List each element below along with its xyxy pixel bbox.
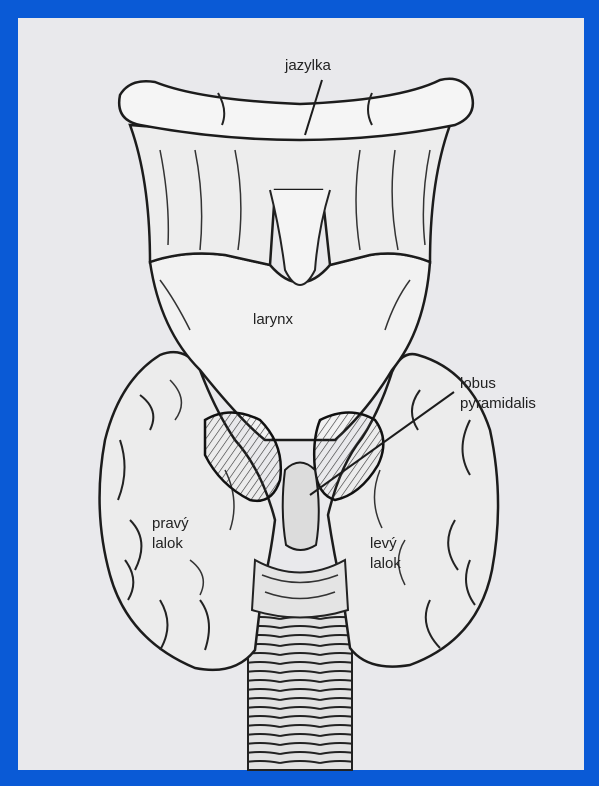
label-hyoid: jazylka [284,57,332,74]
label-left-lobe-line2: lalok [370,555,401,572]
pyramidal-lobe [283,463,319,551]
isthmus [252,560,348,618]
label-right-lobe-line2: lalok [152,535,183,552]
label-larynx: larynx [253,311,294,328]
hyoid-bone [119,79,473,140]
label-right-lobe-line1: pravý [152,515,189,532]
label-pyramidal-line1: lobus [460,375,496,392]
label-left-lobe-line1: levý [370,535,397,552]
label-pyramidal-line2: pyramidalis [460,395,536,412]
